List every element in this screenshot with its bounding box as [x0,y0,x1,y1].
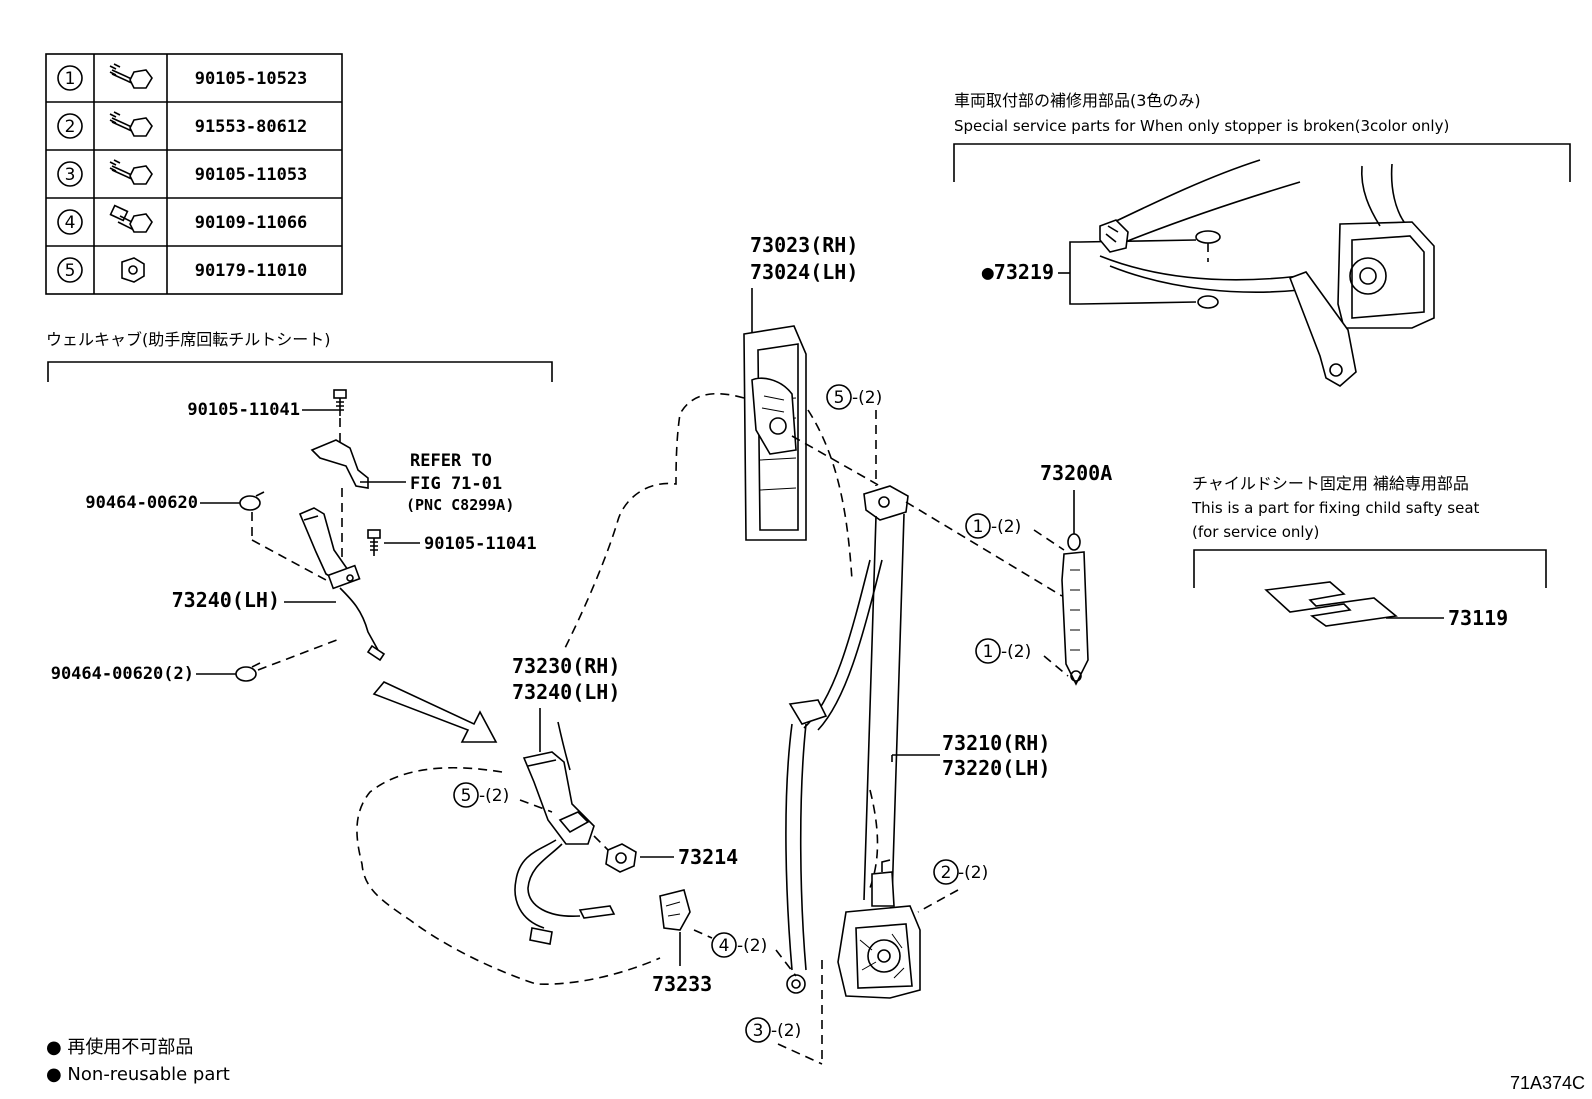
welcab-bolt-top-label: 90105-11041 [187,400,300,420]
service-parts-title-en: Special service parts for When only stop… [954,117,1449,135]
table-row-5-part: 90179-11010 [195,261,308,281]
child-seat-part-label: 73119 [1448,606,1508,630]
callout-circle [57,257,83,283]
ref-2-num: 2 [941,863,952,883]
clamp-icon [239,491,265,511]
child-seat-title-jp: チャイルドシート固定用 補給専用部品 [1192,474,1469,493]
callout-circle [711,932,737,958]
ref-1b-qty: -(2) [1001,642,1031,662]
callout-circle [57,113,83,139]
pillar-garnish-part [743,325,807,541]
callout-circle [57,65,83,91]
table-row-1-num: 1 [65,69,76,89]
ref-5a-num: 5 [834,388,845,408]
belt-lh-label: 73220(LH) [942,756,1050,780]
seat-belt-webbing-part [785,513,905,994]
ref-3-num: 3 [753,1021,764,1041]
table-row-4-num: 4 [65,213,76,233]
bracket-part [310,439,369,489]
welcab-bolt-mid-label: 90105-11041 [424,534,537,554]
buckle-lh-label: 73240(LH) [512,680,620,704]
child-seat-title-en-2: (for service only) [1192,523,1319,541]
ref-1a-qty: -(2) [991,517,1021,537]
callout-circle [453,782,479,808]
child-seat-title-en-1: This is a part for fixing child safty se… [1191,499,1480,517]
ref-4-qty: -(2) [737,936,767,956]
welcab-refer-line2: FIG 71-01 [410,474,502,494]
callout-circle [933,859,959,885]
main-assembly: 73023(RH) 73024(LH) 5 -(2) [356,233,1112,1065]
welcab-buckle-label: 73240(LH) [172,588,280,612]
figure-code: 71A374C [1510,1073,1585,1093]
legend-jp: ● 再使用不可部品 [46,1037,193,1058]
fastener-table: 1 90105-10523 2 91553-80612 3 90105-1105… [45,53,343,295]
table-row-2-num: 2 [65,117,76,137]
belt-rh-label: 73210(RH) [942,731,1050,755]
child-seat-plate-part [1264,581,1398,627]
table-row-3-num: 3 [65,165,76,185]
cover-label: 73233 [652,972,712,996]
height-adjuster-part [1061,533,1089,686]
table-row-1-part: 90105-10523 [195,69,308,89]
retractor-part [837,859,921,999]
shoulder-bolt-icon [109,204,153,233]
stopper-button-part [1195,230,1221,309]
ref-4-num: 4 [719,936,730,956]
callout-circle [57,161,83,187]
bolt-icon [109,63,153,89]
table-row-2-part: 91553-80612 [195,117,308,137]
clamp-icon [235,662,261,682]
ref-1b-num: 1 [983,642,994,662]
service-parts-title-jp: 車両取付部の補修用部品(3色のみ) [954,91,1201,110]
ref-1a-num: 1 [973,517,984,537]
belt-stopper-part [1099,159,1301,293]
ref-5b-num: 5 [461,786,472,806]
service-parts-section: 車両取付部の補修用部品(3色のみ) Special service parts … [953,91,1571,387]
welcab-title: ウェルキャブ(助手席回転チルトシート) [46,330,331,349]
welcab-clamp-bottom-label: 90464-00620(2) [51,664,194,684]
callout-circle [965,513,991,539]
child-seat-section: チャイルドシート固定用 補給専用部品 This is a part for fi… [1191,474,1547,630]
legend: ● 再使用不可部品 ● Non-reusable part [46,1037,230,1085]
bolt-icon [333,389,347,416]
callout-circle [975,638,1001,664]
bolt-icon [109,111,153,137]
callout-circle [826,384,852,410]
cover-part [659,889,691,931]
welcab-refer-line1: REFER TO [410,451,492,471]
welcab-section: ウェルキャブ(助手席回転チルトシート) 90105-11041 REFER TO… [46,330,553,743]
seat-belt-buckle-part [514,751,616,945]
ref-5b-qty: -(2) [479,786,509,806]
nut-icon [121,257,145,283]
shoulder-anchor-part [863,485,909,521]
bolt-icon [367,529,381,556]
adjuster-label: 73200A [1040,461,1112,485]
pillar-rh-label: 73023(RH) [750,233,858,257]
ref-2-qty: -(2) [958,863,988,883]
table-row-4-part: 90109-11066 [195,213,308,233]
pillar-lh-label: 73024(LH) [750,260,858,284]
buckle-rh-label: 73230(RH) [512,654,620,678]
bolt-icon [109,159,153,185]
direction-arrow [372,681,498,743]
welcab-clamp-top-label: 90464-00620 [85,493,198,513]
retractor-part [1288,163,1435,387]
nut-label: 73214 [678,845,738,869]
table-row-5-num: 5 [65,261,76,281]
service-part-73219-label: ●73219 [982,260,1054,284]
table-row-3-part: 90105-11053 [195,165,308,185]
nut-part [605,843,637,873]
welcab-refer-line3: (PNC C8299A) [406,496,514,514]
seat-belt-buckle-part [298,507,386,662]
callout-circle [57,209,83,235]
legend-en: ● Non-reusable part [46,1064,230,1085]
ref-3-qty: -(2) [771,1021,801,1041]
callout-circle [745,1017,771,1043]
ref-5a-qty: -(2) [852,388,882,408]
